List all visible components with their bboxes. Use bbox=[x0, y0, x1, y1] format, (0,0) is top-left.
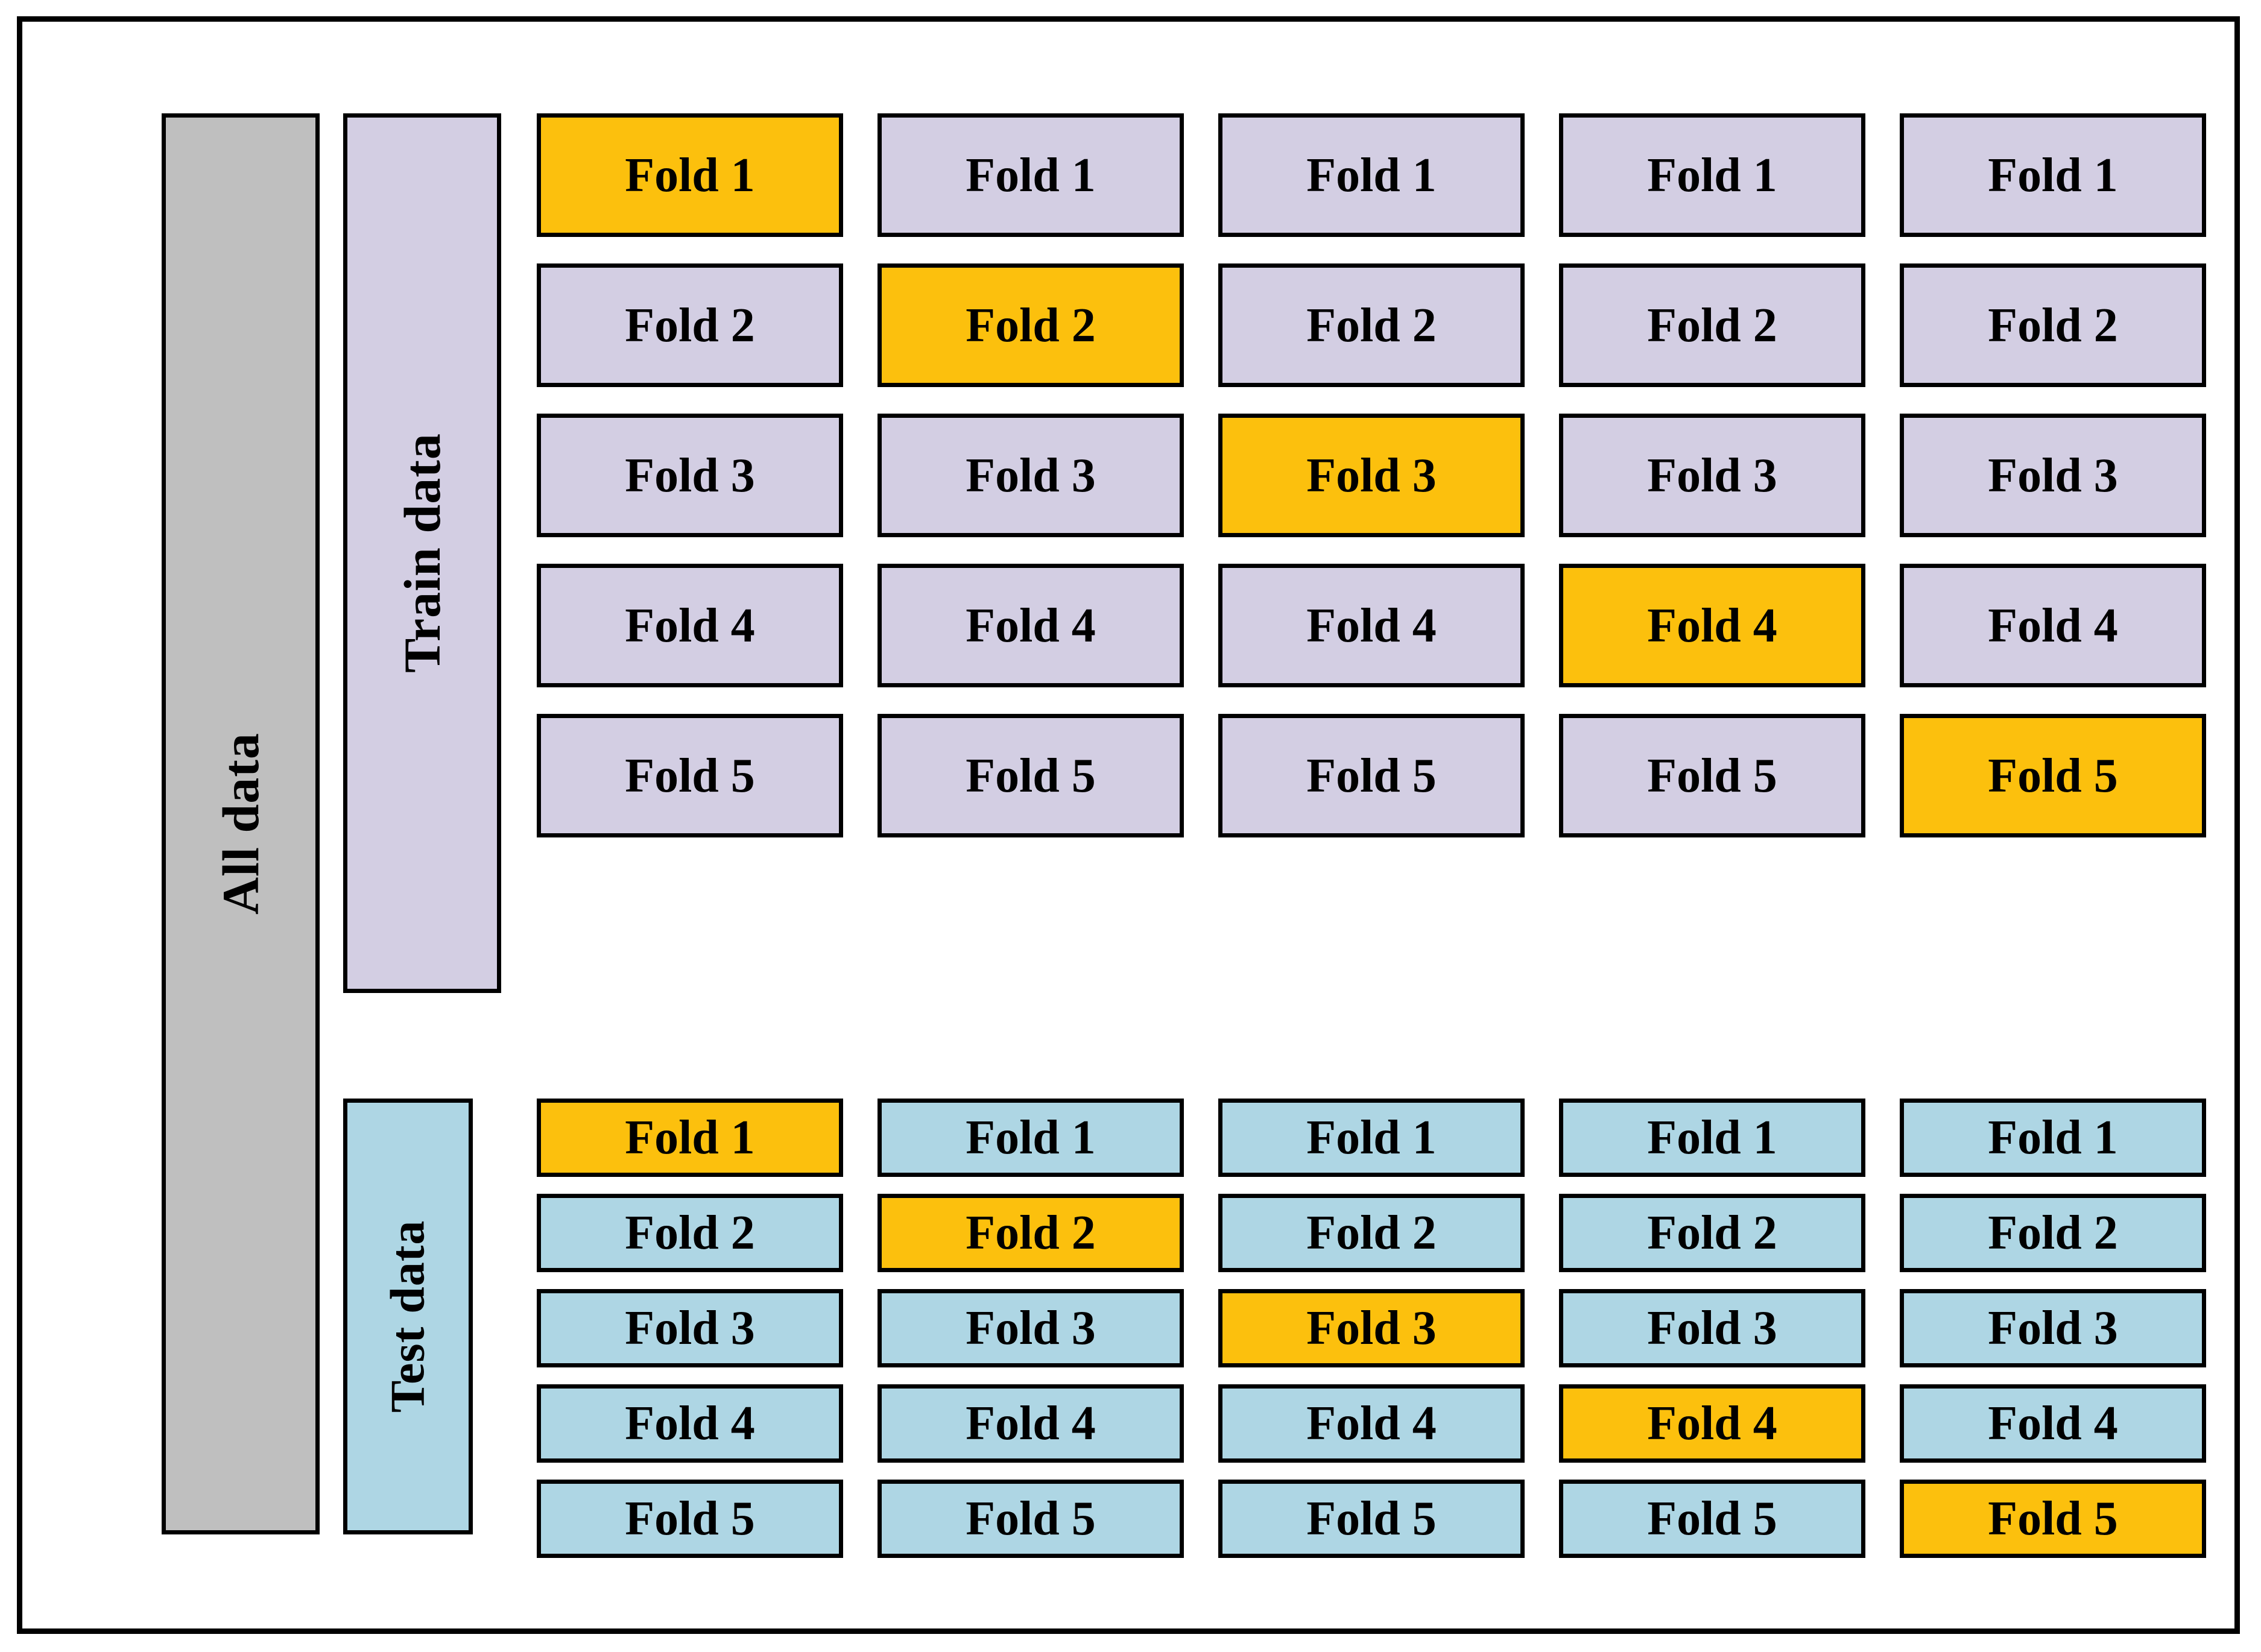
test-fold-cell: Fold 1 bbox=[1900, 1099, 2206, 1177]
test-fold-cell: Fold 1 bbox=[1218, 1099, 1525, 1177]
test-fold-cell: Fold 4 bbox=[1559, 1384, 1865, 1463]
test-fold-cell: Fold 4 bbox=[1218, 1384, 1525, 1463]
all-data-bar: All data bbox=[162, 113, 320, 1534]
train-fold-cell: Fold 5 bbox=[1559, 714, 1865, 837]
train-fold-cell: Fold 1 bbox=[537, 113, 843, 237]
test-fold-cell: Fold 3 bbox=[1559, 1289, 1865, 1367]
train-fold-cell: Fold 5 bbox=[537, 714, 843, 837]
test-fold-cell: Fold 2 bbox=[1900, 1194, 2206, 1272]
train-fold-cell: Fold 2 bbox=[537, 263, 843, 387]
train-fold-cell: Fold 3 bbox=[1900, 414, 2206, 537]
train-fold-cell: Fold 4 bbox=[1900, 564, 2206, 687]
test-fold-cell: Fold 5 bbox=[1218, 1480, 1525, 1558]
train-fold-cell: Fold 3 bbox=[878, 414, 1184, 537]
test-fold-cell: Fold 1 bbox=[537, 1099, 843, 1177]
test-fold-cell: Fold 4 bbox=[1900, 1384, 2206, 1463]
test-fold-cell: Fold 2 bbox=[1559, 1194, 1865, 1272]
train-fold-cell: Fold 2 bbox=[1900, 263, 2206, 387]
train-fold-cell: Fold 4 bbox=[537, 564, 843, 687]
test-fold-cell: Fold 1 bbox=[1559, 1099, 1865, 1177]
train-fold-cell: Fold 5 bbox=[1218, 714, 1525, 837]
train-fold-cell: Fold 2 bbox=[1559, 263, 1865, 387]
train-fold-cell: Fold 3 bbox=[1559, 414, 1865, 537]
test-fold-cell: Fold 5 bbox=[1900, 1480, 2206, 1558]
test-fold-cell: Fold 5 bbox=[1559, 1480, 1865, 1558]
test-fold-cell: Fold 2 bbox=[1218, 1194, 1525, 1272]
test-data-bar: Test data bbox=[343, 1099, 473, 1534]
train-fold-cell: Fold 1 bbox=[878, 113, 1184, 237]
train-fold-cell: Fold 3 bbox=[537, 414, 843, 537]
train-data-bar: Train data bbox=[343, 113, 501, 993]
train-fold-cell: Fold 2 bbox=[878, 263, 1184, 387]
test-fold-cell: Fold 5 bbox=[878, 1480, 1184, 1558]
test-fold-cell: Fold 2 bbox=[537, 1194, 843, 1272]
train-fold-cell: Fold 4 bbox=[1218, 564, 1525, 687]
train-fold-cell: Fold 4 bbox=[1559, 564, 1865, 687]
test-fold-cell: Fold 1 bbox=[878, 1099, 1184, 1177]
train-fold-cell: Fold 5 bbox=[878, 714, 1184, 837]
test-fold-cell: Fold 3 bbox=[537, 1289, 843, 1367]
test-fold-cell: Fold 4 bbox=[537, 1384, 843, 1463]
train-fold-cell: Fold 3 bbox=[1218, 414, 1525, 537]
train-fold-cell: Fold 2 bbox=[1218, 263, 1525, 387]
test-fold-cell: Fold 2 bbox=[878, 1194, 1184, 1272]
train-fold-cell: Fold 5 bbox=[1900, 714, 2206, 837]
train-fold-cell: Fold 1 bbox=[1218, 113, 1525, 237]
train-fold-cell: Fold 4 bbox=[878, 564, 1184, 687]
test-fold-cell: Fold 3 bbox=[878, 1289, 1184, 1367]
test-fold-cell: Fold 3 bbox=[1218, 1289, 1525, 1367]
test-fold-cell: Fold 3 bbox=[1900, 1289, 2206, 1367]
test-fold-cell: Fold 4 bbox=[878, 1384, 1184, 1463]
train-fold-cell: Fold 1 bbox=[1900, 113, 2206, 237]
train-fold-cell: Fold 1 bbox=[1559, 113, 1865, 237]
test-fold-cell: Fold 5 bbox=[537, 1480, 843, 1558]
